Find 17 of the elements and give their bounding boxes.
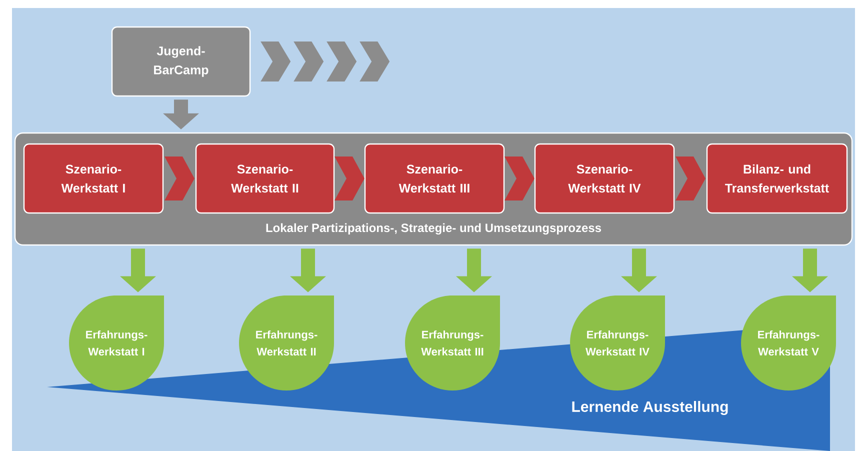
block-arrow: [120, 248, 156, 292]
block-arrow: [456, 248, 492, 292]
process-box: Jugend- BarCamp: [111, 26, 251, 97]
chevron-arrow: [504, 156, 534, 200]
block-arrow: [290, 248, 326, 292]
chevron-arrow: [676, 156, 706, 200]
chevron-arrow: [164, 156, 194, 200]
chevron-arrow: [260, 42, 390, 82]
process-box: Szenario- Werkstatt I: [23, 143, 164, 214]
process-box: Bilanz- und Transferwerkstatt: [706, 143, 848, 214]
chevron-arrow: [334, 156, 364, 200]
block-arrow: [621, 248, 657, 292]
process-box: Szenario- Werkstatt IV: [534, 143, 675, 214]
process-box: Szenario- Werkstatt III: [364, 143, 505, 214]
process-box: Szenario- Werkstatt II: [195, 143, 335, 214]
block-arrow: [163, 100, 199, 130]
block-arrow: [792, 248, 828, 292]
